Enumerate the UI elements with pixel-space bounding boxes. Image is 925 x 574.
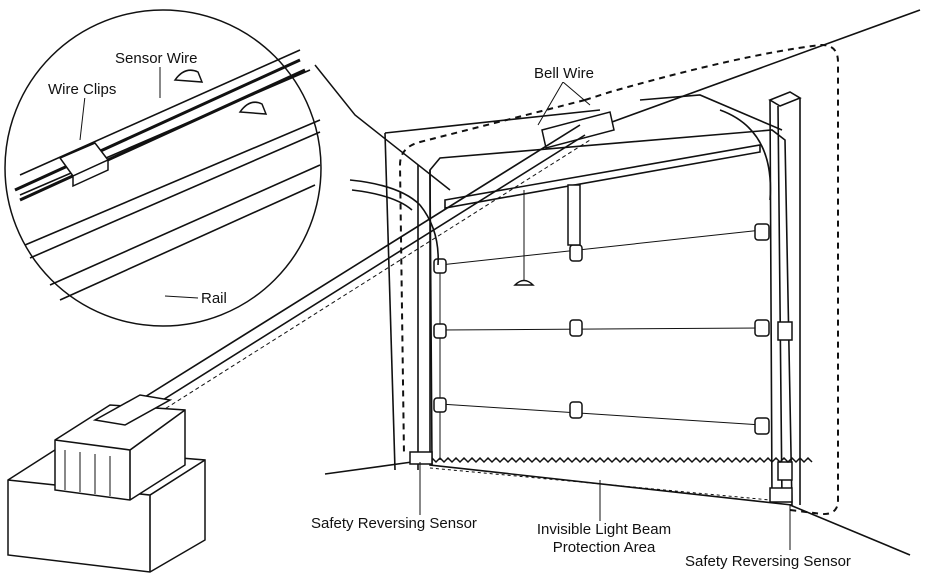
opener-motor-unit (7, 394, 206, 573)
garage-door (417, 91, 802, 506)
wire-clip (58, 142, 110, 188)
safety-sensor-left (409, 451, 433, 465)
leader-lines (79, 66, 791, 550)
detail-callout (4, 9, 451, 327)
safety-sensor-right-label: Safety Reversing Sensor (684, 553, 852, 570)
light-beam-label-line2: Protection Area (528, 539, 680, 556)
sensor-wire-line (14, 58, 301, 192)
rail-label: Rail (200, 290, 228, 307)
sensor-wire-label: Sensor Wire (114, 50, 199, 67)
rail-assembly (139, 124, 591, 413)
garage-wall (324, 9, 921, 556)
wire-clips-label: Wire Clips (47, 81, 118, 98)
safety-sensor-right (769, 487, 793, 503)
light-beam-label-line1: Invisible Light Beam (528, 521, 680, 538)
bell-wire-label: Bell Wire (533, 65, 596, 82)
light-beam-zigzag (431, 456, 813, 464)
bell-wire-route (398, 43, 839, 516)
safety-sensor-left-label: Safety Reversing Sensor (310, 515, 478, 532)
